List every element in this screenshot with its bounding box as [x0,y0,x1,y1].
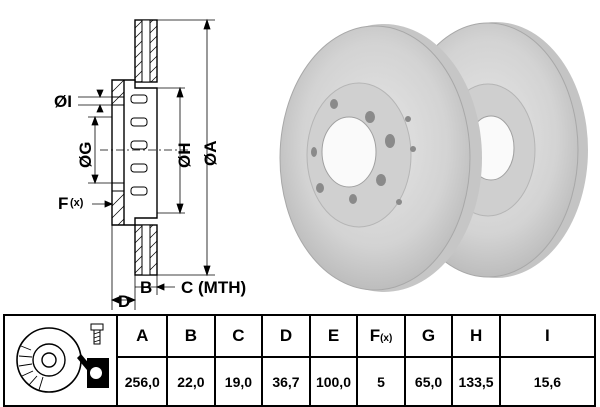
dimension-lines [78,18,215,310]
label-dia-g: ØG [76,142,95,168]
header-f: F(x) [356,313,406,359]
header-d: D [261,313,311,359]
disc-bolt-icons [15,323,109,393]
brake-disc-front-render [279,24,482,292]
header-a: A [116,313,169,359]
bolt-holes [311,99,416,205]
label-b: B [140,278,152,297]
header-f-letter: F [369,326,381,346]
brake-disc-icon [15,327,82,393]
label-dia-h: ØH [175,143,194,169]
torque-wrench-icon [76,354,109,388]
label-c: C (MTH) [181,278,246,297]
value-e: 100,0 [308,356,359,407]
header-h: H [451,313,501,359]
label-f-sub: (x) [70,197,84,209]
label-f: F [58,194,68,213]
header-g: G [403,313,454,359]
value-b: 22,0 [166,356,216,407]
value-g: 65,0 [403,356,454,407]
icon-cell [2,314,119,407]
value-h: 133,5 [451,356,501,407]
header-c: C [213,313,264,359]
bolt-icon [90,323,104,345]
value-a: 256,0 [116,356,169,407]
header-i: I [498,313,597,359]
value-c: 19,0 [213,356,264,407]
value-d: 36,7 [261,356,311,407]
label-d: D [118,292,130,311]
label-dia-i: ØI [54,92,72,111]
header-b: B [166,313,216,359]
value-i: 15,6 [498,356,597,407]
value-f: 5 [356,356,406,407]
label-dia-a: ØA [201,141,220,167]
dimension-labels: ØI ØG ØH ØA F (x) B C (MTH) D [54,92,246,311]
spec-table: A B C D E F(x) G H I 256,0 22,0 19,0 36,… [2,313,597,407]
cross-section-view [100,19,190,276]
header-f-sub: (x) [380,333,393,345]
header-e: E [308,313,359,359]
